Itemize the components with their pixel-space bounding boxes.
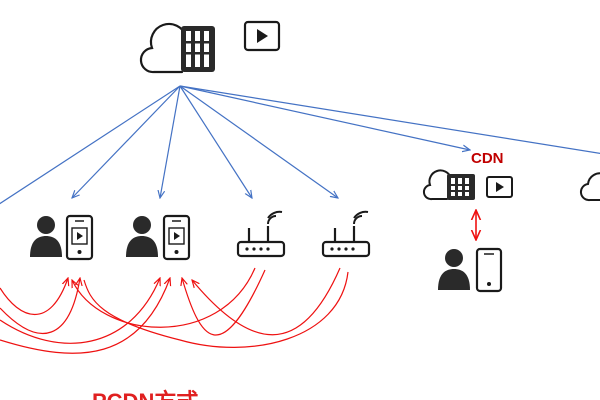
peer-router-2 bbox=[321, 210, 371, 258]
p2p-arrow bbox=[72, 267, 256, 328]
video-play-icon bbox=[486, 176, 513, 198]
arrow-to-edge-left bbox=[0, 85, 181, 205]
p2p-arrow bbox=[182, 269, 266, 336]
pcdn-mode-label: PCDN方式 bbox=[92, 384, 198, 400]
p2p-arrow bbox=[0, 278, 80, 334]
user-icon bbox=[30, 216, 62, 257]
p2p-arrows bbox=[0, 267, 349, 354]
cdn-label: CDN bbox=[471, 150, 504, 167]
smartphone-icon bbox=[65, 214, 94, 261]
server-rack-icon bbox=[181, 26, 215, 72]
cloud-icon bbox=[139, 22, 188, 74]
arrow-to-cdn-node bbox=[179, 85, 470, 150]
video-play-icon bbox=[243, 20, 281, 52]
server-rack-icon bbox=[447, 174, 475, 200]
smartphone-icon bbox=[475, 247, 503, 293]
cdn-edge-node bbox=[422, 169, 513, 201]
arrow-to-router-2 bbox=[179, 85, 338, 198]
peer-user-2 bbox=[126, 214, 191, 261]
user-icon bbox=[438, 249, 470, 290]
peer-user-1 bbox=[30, 214, 94, 261]
p2p-arrow bbox=[83, 271, 349, 348]
cloud-icon bbox=[422, 169, 452, 201]
distribution-arrows bbox=[0, 85, 600, 205]
cloud-icon bbox=[579, 172, 600, 202]
p2p-arrow bbox=[0, 278, 170, 354]
p2p-arrow bbox=[192, 267, 341, 336]
p2p-arrow bbox=[0, 278, 160, 344]
arrow-to-user-1 bbox=[72, 85, 181, 198]
peer-router-1 bbox=[236, 210, 286, 258]
arrow-to-edge-right bbox=[179, 85, 600, 155]
origin-server-group bbox=[139, 20, 281, 74]
p2p-arrow bbox=[0, 278, 68, 316]
smartphone-icon bbox=[162, 214, 191, 261]
arrow-to-user-2 bbox=[160, 85, 181, 198]
arrow-to-router-1 bbox=[179, 85, 252, 198]
wifi-router-icon bbox=[236, 210, 286, 258]
wifi-router-icon bbox=[321, 210, 371, 258]
cdn-user bbox=[438, 247, 503, 293]
user-icon bbox=[126, 216, 158, 257]
